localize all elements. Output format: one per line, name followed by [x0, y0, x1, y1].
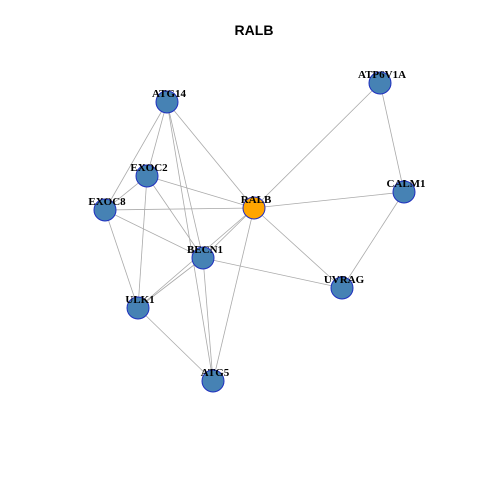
- node-circle: [392, 180, 416, 204]
- node-becn1: BECN1: [187, 244, 223, 270]
- node-ulk1: ULK1: [125, 294, 155, 320]
- edge-ralb-exoc2: [146, 175, 255, 209]
- node-label: CALM1: [386, 178, 425, 190]
- edge-ralb-exoc8: [104, 207, 255, 211]
- node-circle: [201, 369, 225, 393]
- node-circle: [330, 276, 354, 300]
- node-label: EXOC2: [130, 162, 168, 174]
- node-exoc2: EXOC2: [130, 162, 168, 188]
- node-label: ATP6V1A: [358, 69, 406, 81]
- edge-exoc8-becn1: [104, 209, 204, 259]
- node-label: BECN1: [187, 244, 223, 256]
- node-label: UVRAG: [324, 274, 365, 286]
- edge-ralb-uvrag: [253, 207, 343, 289]
- node-calm1: CALM1: [386, 178, 426, 204]
- edge-ralb-becn1: [202, 207, 255, 259]
- edge-ralb-calm1: [253, 191, 405, 209]
- edge-exoc2-ulk1: [137, 175, 148, 309]
- edge-calm1-uvrag: [341, 191, 405, 289]
- edge-becn1-ulk1: [137, 257, 204, 309]
- node-atg14: ATG14: [152, 88, 187, 114]
- node-label: ATG14: [152, 88, 187, 100]
- node-label: EXOC8: [88, 196, 126, 208]
- edge-ralb-atg5: [212, 207, 255, 382]
- node-atp6v1a: ATP6V1A: [358, 69, 406, 95]
- node-circle: [93, 198, 117, 222]
- node-label: ATG5: [201, 367, 230, 379]
- edge-becn1-uvrag: [202, 257, 343, 289]
- node-atg5: ATG5: [201, 367, 230, 393]
- node-circle: [155, 90, 179, 114]
- edge-exoc2-becn1: [146, 175, 204, 259]
- edge-ralb-atp6v1a: [253, 82, 381, 209]
- edge-ulk1-atg5: [137, 307, 214, 382]
- edge-atg14-becn1: [166, 101, 204, 259]
- node-circle: [135, 164, 159, 188]
- node-exoc8: EXOC8: [88, 196, 126, 222]
- node-label: ULK1: [125, 294, 154, 306]
- node-circle: [191, 246, 215, 270]
- diagram-title: RALB: [235, 22, 274, 38]
- edge-ralb-atg14: [166, 101, 255, 209]
- node-ralb: RALB: [241, 194, 272, 220]
- edge-layer: [104, 82, 405, 382]
- edge-exoc8-ulk1: [104, 209, 139, 309]
- node-circle: [126, 296, 150, 320]
- edge-becn1-atg5: [202, 257, 214, 382]
- node-uvrag: UVRAG: [324, 274, 365, 300]
- node-label: RALB: [241, 194, 272, 206]
- edge-atg14-exoc8: [104, 101, 168, 211]
- edge-atp6v1a-calm1: [379, 82, 405, 193]
- node-circle: [242, 196, 266, 220]
- edge-atg14-atg5: [166, 101, 214, 382]
- edge-atg14-exoc2: [146, 101, 168, 177]
- node-circle: [368, 71, 392, 95]
